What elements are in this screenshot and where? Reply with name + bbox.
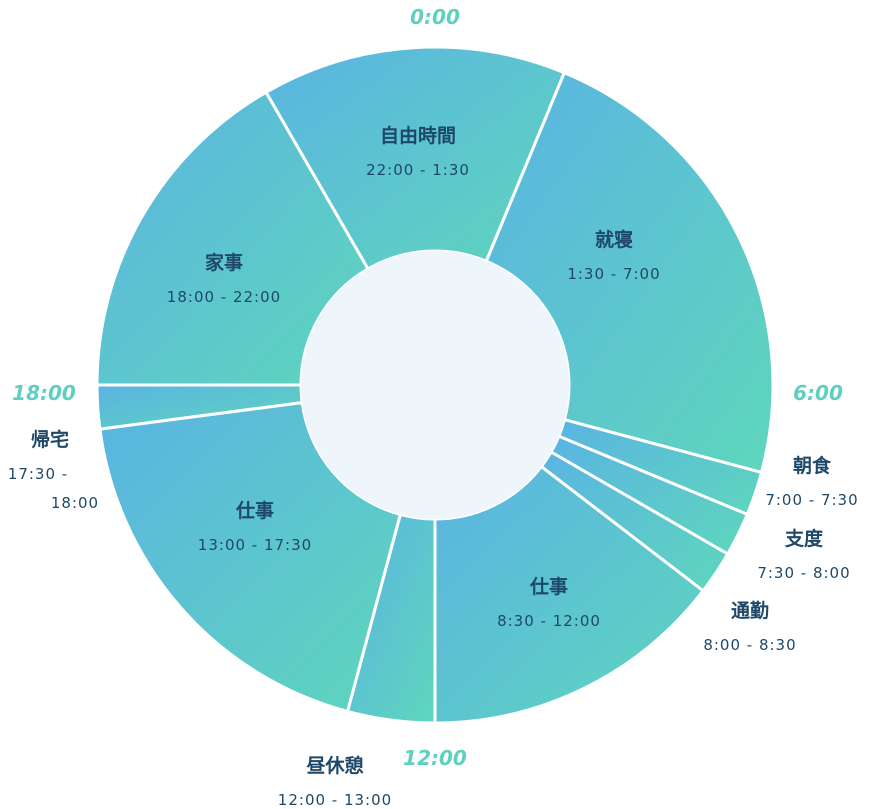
segment-time: 22:00 - 1:30 [366, 161, 470, 179]
segment-time: 8:00 - 8:30 [703, 636, 796, 654]
hour-label-0: 0:00 [410, 5, 460, 29]
segment-time: 13:00 - 17:30 [198, 536, 312, 554]
hour-label-6: 6:00 [793, 381, 843, 405]
segment-label: 自由時間 [380, 124, 456, 147]
segment-time: 8:30 - 12:00 [497, 612, 601, 630]
segment-label: 家事 [205, 251, 243, 274]
segment-label: 朝食 [793, 454, 832, 477]
hour-label-12: 12:00 [403, 746, 467, 770]
center-disc [301, 251, 569, 519]
segment-label: 昼休憩 [306, 754, 363, 777]
labels-layer: 自由時間 22:00 - 1:30 就寝 1:30 - 7:00 朝食 7:00 - 7:… [8, 5, 858, 809]
segment-time: 7:00 - 7:30 [765, 491, 858, 509]
segment-label: 帰宅 [31, 428, 69, 451]
segment-time: 18:00 - 22:00 [167, 288, 281, 306]
segment-label: 就寝 [595, 228, 633, 251]
segment-time: 1:30 - 7:00 [567, 265, 660, 283]
segment-label: 支度 [784, 527, 824, 550]
segment-time: 12:00 - 13:00 [278, 791, 392, 809]
hour-label-18: 18:00 [12, 381, 76, 405]
segment-time: 17:30 -18:00 [8, 465, 99, 512]
segment-label: 仕事 [529, 575, 568, 598]
segment-label: 仕事 [235, 499, 274, 522]
segment-time: 7:30 - 8:00 [757, 564, 850, 582]
segment-label: 通勤 [731, 599, 769, 622]
